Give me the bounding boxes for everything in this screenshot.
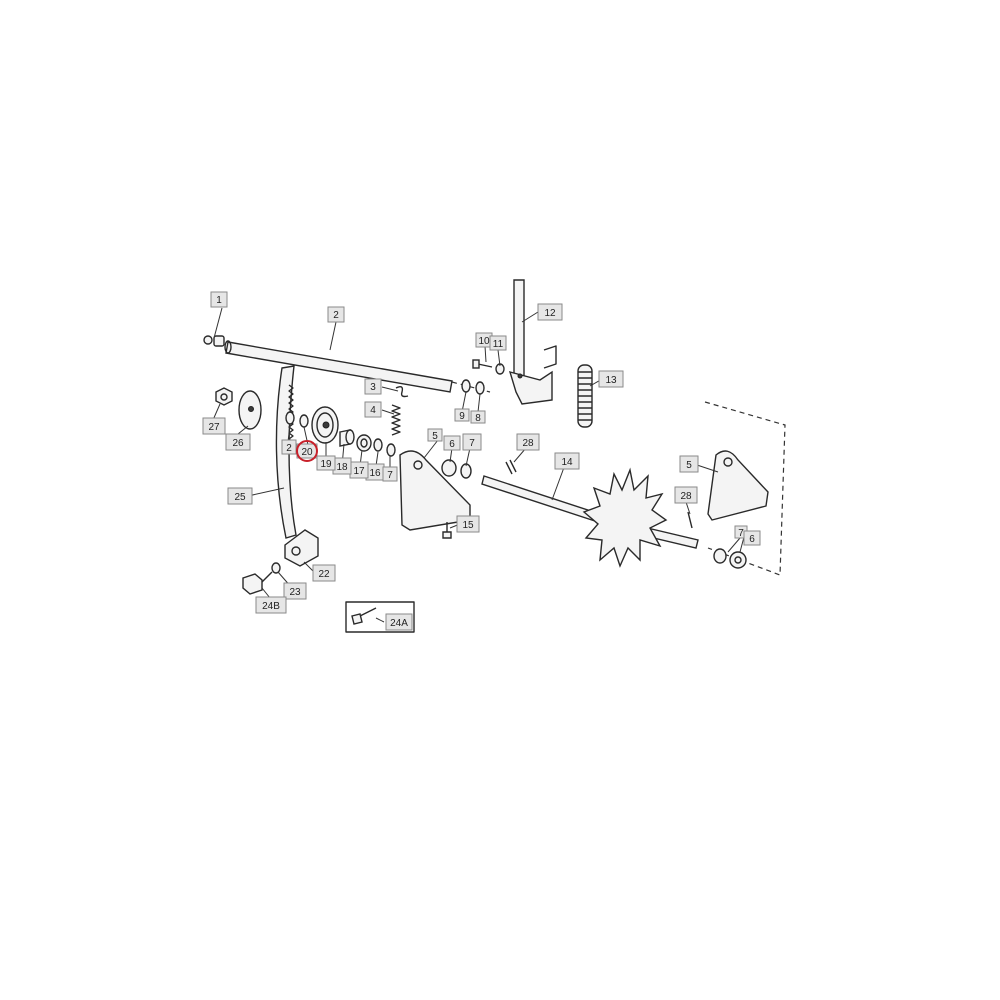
bracket-part-5a — [399, 450, 471, 531]
washer-part-16 — [373, 438, 383, 452]
rod-part-2 — [224, 340, 491, 393]
nut-part-27 — [215, 387, 233, 406]
callout-17[interactable]: 17 — [349, 461, 369, 479]
svg-text:13: 13 — [605, 375, 617, 386]
washer-part-23 — [271, 562, 281, 574]
bracket-part-5b — [707, 450, 769, 521]
callout-19[interactable]: 19 — [316, 455, 336, 471]
callout-15[interactable]: 15 — [456, 515, 480, 533]
svg-text:17: 17 — [353, 466, 365, 477]
callout-22[interactable]: 22 — [312, 564, 336, 582]
svg-text:22: 22 — [318, 569, 330, 580]
clip-part-3 — [395, 385, 409, 398]
washer-part-7c — [713, 548, 727, 564]
washer-part-7b — [460, 463, 472, 479]
svg-text:4: 4 — [370, 405, 376, 416]
clamp-part-22 — [284, 529, 319, 567]
svg-text:27: 27 — [208, 422, 220, 433]
svg-text:8: 8 — [475, 413, 481, 424]
callout-5b[interactable]: 5 — [679, 455, 699, 473]
washer-part-7a — [386, 443, 396, 457]
svg-text:2: 2 — [286, 443, 292, 454]
callout-11[interactable]: 11 — [489, 335, 507, 351]
svg-text:6: 6 — [749, 534, 755, 545]
svg-text:24A: 24A — [390, 618, 408, 629]
svg-text:7: 7 — [387, 470, 393, 481]
svg-text:23: 23 — [289, 587, 301, 598]
callout-24b[interactable]: 24B — [255, 596, 287, 614]
callout-14[interactable]: 14 — [554, 452, 580, 470]
svg-text:5: 5 — [686, 460, 692, 471]
spring-part-4 — [391, 404, 401, 436]
callout-7a[interactable]: 7 — [462, 433, 482, 451]
callout-8[interactable]: 8 — [470, 410, 486, 424]
pin-part-28a — [505, 459, 517, 475]
svg-text:5: 5 — [432, 431, 438, 442]
bushing-part-6b — [729, 551, 747, 569]
callout-1[interactable]: 1 — [210, 291, 228, 308]
bushing-part-6a — [441, 459, 457, 477]
svg-text:2: 2 — [333, 310, 339, 321]
callout-3[interactable]: 3 — [364, 378, 382, 395]
svg-text:10: 10 — [478, 336, 490, 347]
svg-text:20: 20 — [301, 447, 313, 458]
pin-part-28b — [687, 511, 693, 529]
callout-28a[interactable]: 28 — [516, 433, 540, 451]
star-wheel-part-14 — [582, 467, 668, 568]
callout-24a[interactable]: 24A — [385, 613, 413, 631]
svg-text:16: 16 — [369, 468, 381, 479]
svg-text:11: 11 — [493, 339, 504, 350]
svg-text:7: 7 — [469, 438, 475, 449]
svg-text:9: 9 — [459, 411, 465, 422]
callout-28b[interactable]: 28 — [674, 486, 698, 504]
callout-2[interactable]: 2 — [327, 306, 345, 323]
callout-16[interactable]: 16 — [365, 463, 385, 481]
pulley-part-19 — [311, 406, 339, 444]
callout-6a[interactable]: 6 — [443, 435, 461, 451]
callout-23[interactable]: 23 — [283, 582, 307, 600]
svg-text:26: 26 — [232, 438, 244, 449]
bolt-part-10 — [472, 359, 493, 369]
svg-text:19: 19 — [320, 459, 332, 470]
knob-part-24b — [242, 571, 273, 595]
threaded-rod-part-13 — [577, 364, 593, 428]
nut-part-1 — [203, 335, 225, 347]
bolt-part-15 — [442, 522, 452, 539]
callout-4[interactable]: 4 — [364, 401, 382, 418]
bracket-part-12 — [508, 279, 557, 405]
svg-text:7: 7 — [738, 528, 744, 539]
callout-labels: 1 2 3 4 5 6 7 8 9 10 11 12 13 14 15 16 1… — [202, 291, 761, 631]
bushing-part-17 — [356, 434, 372, 452]
bolt-inset-part-24a — [345, 601, 415, 633]
callout-20[interactable]: 20 — [296, 443, 318, 459]
svg-text:18: 18 — [336, 462, 348, 473]
svg-text:3: 3 — [370, 382, 376, 393]
svg-text:28: 28 — [522, 438, 534, 449]
svg-text:14: 14 — [561, 457, 573, 468]
callout-27[interactable]: 27 — [202, 417, 226, 435]
washer-part-9 — [461, 379, 471, 393]
svg-text:25: 25 — [234, 492, 246, 503]
bushing-part-18 — [339, 429, 355, 447]
callout-18[interactable]: 18 — [332, 457, 352, 475]
wheel-part-26 — [238, 390, 262, 430]
highlight-circle-part-20 — [296, 440, 318, 462]
callout-12[interactable]: 12 — [537, 303, 563, 321]
callout-20-partial[interactable]: 2 — [281, 439, 297, 455]
callout-9[interactable]: 9 — [454, 408, 470, 422]
callout-26[interactable]: 26 — [225, 433, 251, 451]
washer-part-8 — [475, 381, 485, 395]
callout-13[interactable]: 13 — [598, 370, 624, 388]
svg-text:28: 28 — [680, 491, 692, 502]
svg-text:24B: 24B — [262, 601, 280, 612]
svg-text:6: 6 — [449, 439, 455, 450]
callout-7b[interactable]: 7 — [382, 466, 398, 482]
svg-text:12: 12 — [544, 308, 556, 319]
callout-25[interactable]: 25 — [227, 487, 253, 505]
svg-text:1: 1 — [216, 295, 222, 306]
callout-5a[interactable]: 5 — [427, 428, 443, 442]
svg-text:15: 15 — [462, 520, 474, 531]
callout-6b[interactable]: 6 — [743, 530, 761, 546]
